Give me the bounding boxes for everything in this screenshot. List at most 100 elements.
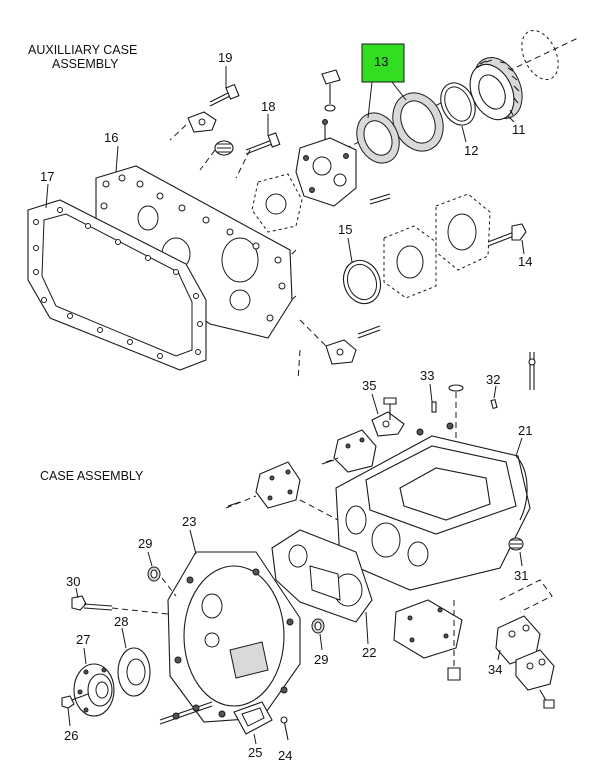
leader-14 (521, 239, 525, 255)
callout-12: 12 (464, 143, 478, 158)
callout-21: 21 (518, 423, 532, 438)
leader-33 (429, 383, 433, 403)
assembly-lines-bell (111, 577, 177, 615)
callout-27: 27 (76, 632, 90, 647)
callout-29-lower: 29 (314, 652, 328, 667)
callout-32: 32 (486, 372, 500, 387)
leader-17 (45, 183, 49, 209)
part-28-gasket (117, 647, 151, 697)
part-22-gasket (271, 529, 373, 623)
fitting-top-right (528, 352, 536, 390)
callout-24: 24 (278, 748, 292, 761)
part-34-brackets (495, 615, 555, 709)
leader-12 (461, 125, 467, 143)
bearing-cover-ghosts (383, 193, 491, 299)
leader-21 (515, 437, 523, 457)
part-35-bracket (371, 397, 405, 437)
auxiliary-title-line-2: ASSEMBLY (52, 57, 119, 71)
leader-29b (319, 633, 323, 651)
housing-gasket (251, 173, 303, 233)
detent-ball (448, 384, 464, 392)
callout-18: 18 (261, 99, 275, 114)
side-cover-mid (333, 429, 377, 473)
case-section-title: CASE ASSEMBLY (40, 469, 144, 483)
part-26-bolt (61, 693, 89, 709)
part-23-bell-housing (167, 551, 301, 723)
assembly-lines-lower-right (499, 579, 553, 613)
leader-16 (115, 145, 119, 173)
bracket-mid (325, 325, 381, 365)
part-11-gear (469, 57, 523, 121)
part-12-snap-ring (440, 82, 476, 126)
assembly-lines-case (225, 457, 339, 521)
callout-16: 16 (104, 130, 118, 145)
small-bolts-case (227, 459, 335, 507)
leader-13b (391, 81, 407, 101)
leader-28 (121, 627, 127, 649)
leader-26 (67, 707, 71, 727)
drain-plug (447, 667, 461, 681)
callout-34: 34 (488, 662, 502, 677)
part-24-screw (280, 716, 289, 741)
callout-30: 30 (66, 574, 80, 589)
leader-15 (347, 237, 353, 263)
ghost-ring-upper (521, 29, 559, 81)
part-13-seals (356, 92, 444, 164)
leader-35 (371, 393, 379, 415)
part-33-pin (431, 401, 437, 413)
callout-15: 15 (338, 222, 352, 237)
leader-29a (147, 551, 153, 567)
callout-33: 33 (420, 368, 434, 383)
part-17-gasket (27, 199, 207, 371)
part-29-bushing-upper (147, 566, 161, 582)
breather-plug (214, 140, 234, 156)
callout-23: 23 (182, 514, 196, 529)
part-32-pin (490, 398, 498, 410)
leader-25 (253, 733, 257, 745)
leader-32 (493, 385, 497, 399)
part-30-bolt (71, 595, 113, 611)
callout-13-label: 13 (374, 54, 388, 69)
callout-26: 26 (64, 728, 78, 743)
leader-30 (75, 587, 79, 599)
part-31-plug (508, 537, 524, 551)
callout-19: 19 (218, 50, 232, 65)
auxiliary-title-line-1: AUXILLIARY CASE (28, 43, 137, 57)
bolt-14 (487, 223, 527, 247)
leader-22 (365, 611, 369, 645)
studs-bottom (159, 701, 213, 725)
callout-25: 25 (248, 745, 262, 760)
highlight-box-13[interactable] (361, 43, 405, 83)
leader-13a (367, 81, 373, 119)
bottom-cover-ghost (393, 599, 463, 659)
aux-housing-bolt-holes (100, 174, 286, 322)
leader-23 (189, 529, 197, 555)
bolt-19 (209, 83, 240, 107)
part-16-aux-housing (95, 165, 293, 339)
callout-31: 31 (514, 568, 528, 583)
callout-29-upper: 29 (138, 536, 152, 551)
part-29-bushing-lower (311, 618, 325, 634)
callout-17: 17 (40, 169, 54, 184)
side-cover-upper (255, 461, 301, 509)
bolt-cover (369, 193, 391, 205)
leader-11 (507, 115, 515, 123)
leader-27 (83, 647, 87, 665)
leader-34 (497, 649, 501, 661)
part-25-cover (233, 701, 273, 735)
assembly-lines-top (169, 124, 297, 331)
callout-14: 14 (518, 254, 532, 269)
bolt-18 (245, 132, 281, 155)
shift-housing-assembly (295, 69, 357, 207)
callout-28: 28 (114, 614, 128, 629)
callout-35: 35 (362, 378, 376, 393)
housing-gasket-hole (265, 193, 287, 215)
leader-31 (519, 551, 523, 567)
auxiliary-section-title: AUXILLIARY CASE ASSEMBLY (28, 43, 141, 71)
gasket-17-bolt-holes (33, 207, 203, 359)
callout-11: 11 (512, 122, 526, 137)
part-27-flange (73, 663, 115, 717)
assembly-lines-mid (297, 319, 327, 381)
callout-22: 22 (362, 645, 376, 660)
